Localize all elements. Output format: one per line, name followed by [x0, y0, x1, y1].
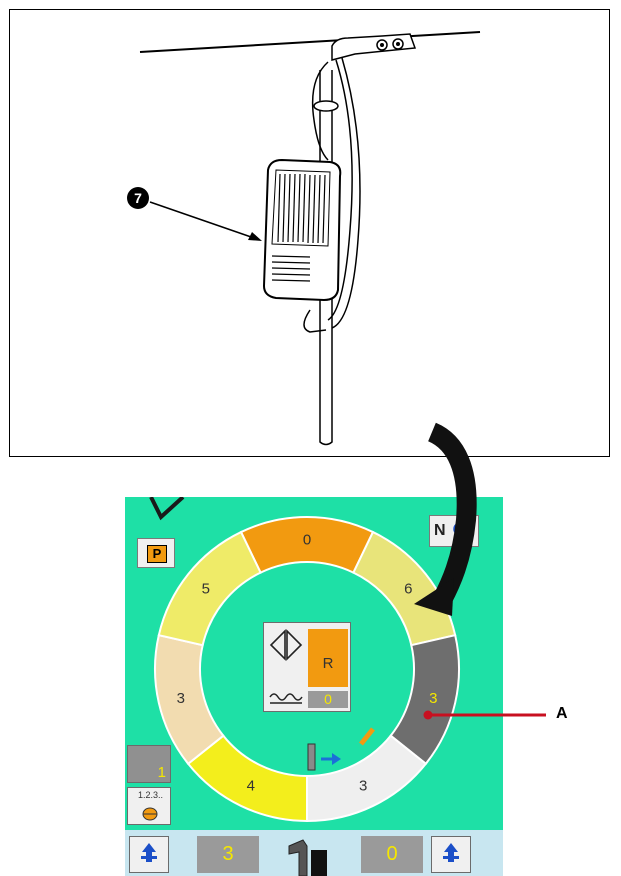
needle-indicator	[307, 727, 375, 771]
ring-segment-label-4: 4	[247, 778, 255, 795]
pattern-button[interactable]: R 0	[263, 622, 351, 712]
callout-number: 7	[134, 190, 142, 206]
ring-segment-6[interactable]	[157, 530, 262, 647]
illustration-frame: 7	[9, 9, 610, 457]
program-label: P	[147, 545, 167, 563]
stitch-wave-icon	[269, 693, 303, 704]
right-value: 0	[361, 836, 423, 873]
program-button[interactable]: P	[137, 538, 175, 568]
mirror-diamond-icon	[269, 629, 303, 661]
ring-segment-label-6: 5	[202, 580, 210, 597]
left-counter[interactable]: 1	[127, 745, 171, 783]
bobbin-icon	[142, 807, 158, 821]
pattern-count: 0	[308, 691, 348, 708]
pattern-shape	[308, 629, 348, 687]
ring-segment-label-1: 6	[404, 580, 412, 597]
up-down-arrow-icon	[141, 843, 157, 862]
magnifier-icon	[453, 522, 472, 541]
knee-switch-drawing: 7	[127, 31, 481, 446]
presser-foot-icon	[288, 839, 327, 876]
next-search-button[interactable]: N	[429, 515, 479, 547]
pattern-label: R	[322, 655, 334, 672]
left-value: 3	[197, 836, 259, 873]
annotation-label-a: A	[556, 705, 568, 722]
increase-left-button[interactable]	[129, 836, 169, 873]
up-down-arrow-icon	[443, 843, 459, 862]
next-label: N	[434, 522, 446, 539]
marker-dot	[423, 710, 433, 720]
ring-segment-label-2: 3	[429, 690, 437, 707]
sequence-label: 1.2.3..	[138, 790, 164, 800]
ring-segment-label-5: 3	[177, 690, 185, 707]
check-icon	[149, 497, 185, 521]
stitch-ring: 0 6 3 3 4 3 5	[149, 497, 460, 823]
sequence-button[interactable]: 1.2.3..	[127, 787, 171, 825]
increase-right-button[interactable]	[431, 836, 471, 873]
ring-segment-label-3: 3	[359, 778, 367, 795]
ring-segment-label-0: 0	[303, 532, 311, 549]
presser-foot-button[interactable]	[285, 836, 333, 876]
